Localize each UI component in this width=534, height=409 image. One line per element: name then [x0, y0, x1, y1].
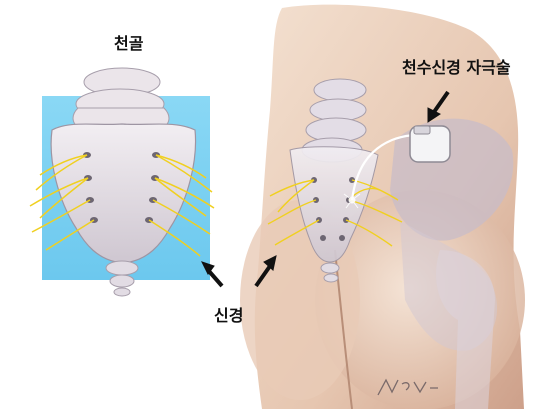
stimulator-header: [414, 126, 430, 134]
sacrum-label: 천골: [114, 36, 143, 52]
stimulation-label: 천수신경 자극술: [402, 60, 511, 76]
coccyx-left: [106, 261, 138, 296]
lumbar-vertebra-left: [73, 68, 169, 128]
sacrum-diagram: [30, 68, 214, 296]
nerve-label: 신경: [214, 308, 243, 324]
